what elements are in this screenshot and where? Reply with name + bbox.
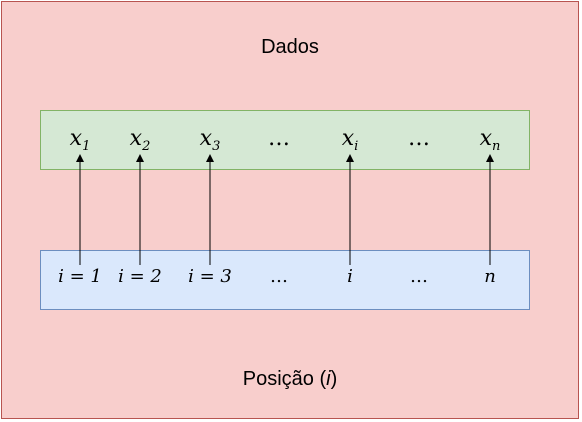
index-cell-n: n [484, 266, 496, 287]
index-band [40, 250, 530, 310]
index-cell-3: i = 3 [188, 266, 232, 287]
index-cell-ellipsis-2: … [410, 266, 430, 287]
data-cell-x2: x2 [129, 126, 151, 154]
index-cell-ellipsis-1: … [270, 266, 290, 287]
index-cell-i: i [347, 266, 353, 287]
data-cell-x3: x3 [199, 126, 221, 154]
data-cell-ellipsis-1: … [268, 126, 292, 151]
data-cell-ellipsis-2: … [408, 126, 432, 151]
data-cell-xi: xi [341, 126, 359, 154]
data-title: Dados [261, 36, 319, 58]
position-title: Posição (i) [242, 368, 338, 390]
index-cell-1: i = 1 [58, 266, 102, 287]
data-cell-xn: xn [479, 126, 501, 154]
index-cell-2: i = 2 [118, 266, 162, 287]
data-cell-x1: x1 [69, 126, 91, 154]
data-band [40, 110, 530, 170]
